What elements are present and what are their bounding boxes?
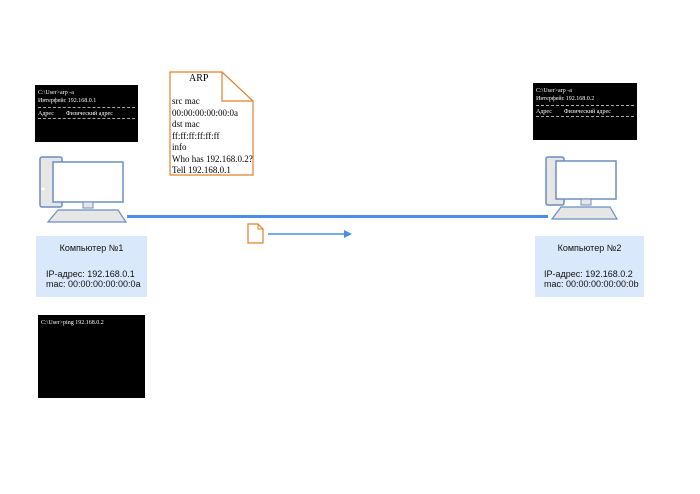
column-address: Адрес <box>38 111 54 117</box>
direction-arrow-icon <box>268 230 352 238</box>
computer1-info: Компьютер №1 IP-адрес: 192.168.0.1 mac: … <box>36 236 147 297</box>
computer2-name: Компьютер №2 <box>557 243 622 253</box>
column-address: Адрес <box>536 109 552 115</box>
ping-terminal: C:\User>ping 192.168.0.2 <box>38 315 145 398</box>
arp-line: 00:00:00:00:00:0a <box>172 107 238 118</box>
computer1-mac: mac: 00:00:00:00:00:0a <box>46 279 141 289</box>
arp-line: ff:ff:ff:ff:ff:ff <box>172 130 220 141</box>
computer1-ip: IP-адрес: 192.168.0.1 <box>46 269 135 279</box>
arp-line: src mac <box>172 96 200 106</box>
computer2-info: Компьютер №2 IP-адрес: 192.168.0.2 mac: … <box>535 236 644 297</box>
arp-terminal-pc1: C:\User>arp -a Интерфейс 192.168.0.1 Адр… <box>35 85 138 142</box>
computer2-ip: IP-адрес: 192.168.0.2 <box>544 269 633 279</box>
computer2-mac: mac: 00:00:00:00:00:0b <box>544 279 639 289</box>
terminal-command: C:\User>arp -a <box>536 88 572 94</box>
terminal-interface: Интерфейс 192.168.0.1 <box>38 98 97 104</box>
arp-line: Tell 192.168.0.1 <box>172 165 231 175</box>
terminal-command: C:\User>ping 192.168.0.2 <box>41 320 104 326</box>
arp-line: Who has 192.168.0.2? <box>172 153 253 164</box>
terminal-interface: Интерфейс 192.168.0.2 <box>536 96 595 102</box>
arp-title: ARP <box>189 73 209 84</box>
arp-packet-document-icon <box>169 71 254 176</box>
column-physical: Физический адрес <box>65 111 113 117</box>
arp-line: dst mac <box>172 119 200 129</box>
computer2-icon[interactable] <box>544 155 619 221</box>
computer1-icon[interactable] <box>38 155 128 223</box>
terminal-command: C:\User>arp -a <box>38 90 74 96</box>
network-link <box>127 215 548 218</box>
arp-terminal-pc2: C:\User>arp -a Интерфейс 192.168.0.2 Адр… <box>533 83 637 140</box>
packet-icon <box>247 223 264 244</box>
arp-fields: src mac 00:00:00:00:00:0a dst mac ff:ff:… <box>172 96 253 177</box>
computer1-name: Компьютер №1 <box>59 243 124 253</box>
column-physical: Физический адрес <box>563 109 611 115</box>
arp-line: info <box>172 142 187 152</box>
